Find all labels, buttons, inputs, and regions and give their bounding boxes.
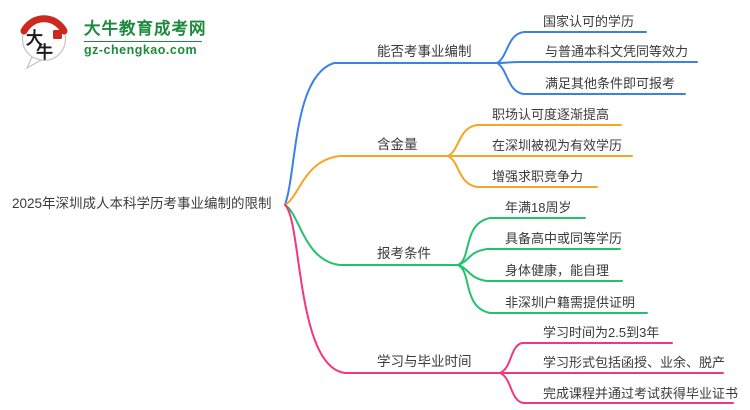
logo-divider: [84, 40, 202, 42]
branch-2-label: 含金量: [377, 137, 418, 152]
branch-3-label: 报考条件: [377, 246, 431, 261]
branch-1-label: 能否考事业编制: [377, 44, 472, 59]
branch-4-child-1: 学习时间为2.5到3年: [543, 325, 660, 340]
branch-4-lines: [284, 204, 734, 404]
branch-2-child-1: 职场认可度逐渐提高: [492, 107, 610, 122]
logo-domain: gz-chengkao.com: [84, 42, 198, 57]
logo-char-top: 大: [26, 28, 43, 49]
branch-1-child-2: 与普通本科文凭同等效力: [545, 44, 689, 59]
branch-2-child-2: 在深圳被视为有效学历: [492, 138, 623, 153]
branch-4-child-3: 完成课程并通过考试获得毕业证书: [543, 386, 739, 401]
branch-3-child-2: 具备高中或同等学历: [505, 231, 623, 246]
branch-1-lines: [284, 31, 698, 206]
branch-2-child-3: 增强求职竞争力: [492, 169, 584, 184]
branch-1-child-1: 国家认可的学历: [543, 14, 635, 29]
branch-3-lines: [284, 204, 648, 314]
branch-3-child-3: 身体健康，能自理: [505, 263, 610, 278]
branch-1-child-3: 满足其他条件即可报考: [545, 76, 676, 91]
logo-seal: [53, 30, 62, 39]
logo-title: 大牛教育成考网: [84, 20, 207, 38]
branch-4-label: 学习与毕业时间: [377, 354, 472, 369]
site-logo: 大 牛 大牛教育成考网 gz-chengkao.com: [18, 14, 207, 70]
logo-text-block: 大牛教育成考网 gz-chengkao.com: [84, 14, 207, 57]
logo-bubble-icon: 大 牛: [20, 15, 68, 70]
branch-3-child-4: 非深圳户籍需提供证明: [505, 295, 636, 310]
mindmap-root-node: 2025年深圳成人本科学历考事业编制的限制: [12, 196, 272, 211]
logo-red-arc: [20, 15, 68, 35]
branch-3-child-1: 年满18周岁: [505, 200, 572, 215]
logo-char-bottom: 牛: [36, 42, 53, 63]
branch-4-child-2: 学习形式包括函授、业余、脱产: [543, 355, 726, 370]
branch-2-lines: [284, 124, 633, 206]
